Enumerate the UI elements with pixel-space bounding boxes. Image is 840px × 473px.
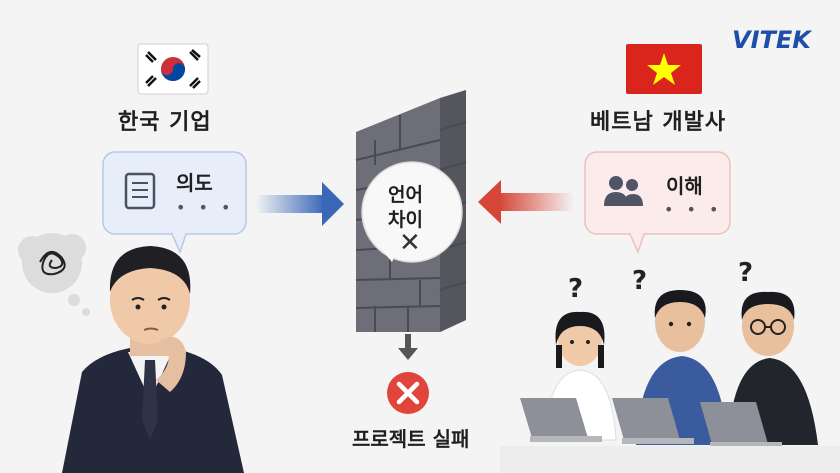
understanding-bubble <box>584 151 731 255</box>
wall-text-line1: 언어 <box>388 184 423 206</box>
fail-icon <box>387 372 429 414</box>
intent-bubble <box>102 151 247 255</box>
korean-businessman <box>62 246 244 473</box>
korean-company-label: 한국 기업 <box>118 110 212 135</box>
people-icon <box>604 176 643 206</box>
vietnam-developer-label: 베트남 개발사 <box>590 110 727 135</box>
question-mark-icon: ? <box>568 274 584 304</box>
language-wall <box>355 90 467 332</box>
wall-text-line2: 차이 <box>388 209 423 231</box>
korea-flag-icon <box>137 43 209 95</box>
laptop-icon <box>612 398 694 444</box>
vietnamese-team <box>500 290 840 473</box>
question-mark-icon: ? <box>632 266 648 296</box>
down-arrow <box>398 334 418 360</box>
project-failure-label: 프로젝트 실패 <box>352 427 470 451</box>
laptop-icon <box>520 398 602 442</box>
document-icon <box>124 172 156 210</box>
understanding-arrow <box>478 180 574 224</box>
vitek-logo: VITEK <box>732 26 811 54</box>
understanding-dots: • • • <box>664 200 723 219</box>
confused-thought-icon <box>18 233 90 316</box>
laptop-icon <box>700 402 782 448</box>
intent-arrow <box>255 182 344 226</box>
intent-dots: • • • <box>176 198 235 217</box>
intent-text: 의도 <box>176 171 213 195</box>
understanding-text: 이해 <box>666 174 703 198</box>
wall-x-icon: ✕ <box>399 228 421 258</box>
vietnam-flag-icon <box>626 44 702 94</box>
question-mark-icon: ? <box>738 258 754 288</box>
